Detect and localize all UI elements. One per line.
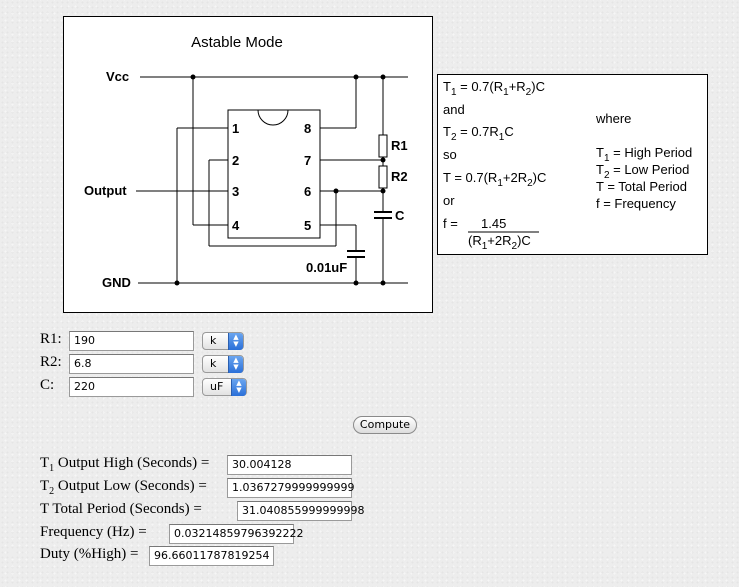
duty-result-label: Duty (%High) = <box>40 546 139 562</box>
c-unit-select[interactable]: uF ▲▼ <box>202 378 247 396</box>
label-r1: R1 <box>391 138 408 153</box>
t2-result-field[interactable]: 1.0367279999999999 <box>227 478 354 498</box>
formula-t1: T1 = 0.7(R1+R2)C <box>443 79 545 98</box>
formula-t2: T2 = 0.7R1C <box>443 124 514 143</box>
t1-result-field[interactable]: 30.004128 <box>227 455 352 475</box>
label-c: C <box>395 208 405 223</box>
junction-dots <box>174 74 386 286</box>
formula-f-denominator: (R1+2R2)C <box>468 233 531 252</box>
compute-button[interactable]: Compute <box>353 416 417 434</box>
r2-input[interactable]: 6.8 <box>69 354 194 374</box>
r2-unit-select[interactable]: k ▲▼ <box>202 355 244 373</box>
r1-unit-value: k <box>210 334 217 347</box>
legend-t: T = Total Period <box>596 179 687 194</box>
c-unit-value: uF <box>210 380 224 393</box>
r2-unit-value: k <box>210 357 217 370</box>
r1-unit-select[interactable]: k ▲▼ <box>202 332 244 350</box>
legend-t2: T2 = Low Period <box>596 162 689 181</box>
pin-8: 8 <box>304 121 311 136</box>
select-arrows-icon: ▲▼ <box>231 379 246 396</box>
pin-2: 2 <box>232 153 239 168</box>
formula-f-numerator: 1.45 <box>481 216 506 231</box>
legend-t1: T1 = High Period <box>596 145 692 164</box>
legend-f: f = Frequency <box>596 196 676 211</box>
formula-or: or <box>443 193 455 208</box>
label-vcc: Vcc <box>106 69 129 84</box>
astable-diagram: Astable Mode <box>63 16 708 313</box>
pin-3: 3 <box>232 184 239 199</box>
t2-result-label: T2 Output Low (Seconds) = <box>40 478 207 497</box>
freq-result-label: Frequency (Hz) = <box>40 524 147 540</box>
c-label: C: <box>40 377 55 393</box>
formula-text: T1 = 0.7(R1+R2)C and T2 = 0.7R1C so T = … <box>443 79 692 252</box>
label-output: Output <box>84 183 127 198</box>
pin-7: 7 <box>304 153 311 168</box>
circuit-wires <box>136 76 408 284</box>
r2-label: R2: <box>40 354 62 370</box>
t1-result-label: T1 Output High (Seconds) = <box>40 455 210 474</box>
formula-and: and <box>443 102 465 117</box>
formula-panel <box>437 74 708 255</box>
pin-5: 5 <box>304 218 311 233</box>
pin-1: 1 <box>232 121 239 136</box>
c-input[interactable]: 220 <box>69 377 194 397</box>
formula-where: where <box>595 111 631 126</box>
label-cap-small: 0.01uF <box>306 260 347 275</box>
duty-result-field[interactable]: 96.66011787819254 <box>149 546 274 566</box>
capacitor-plates <box>347 211 392 258</box>
ic-555 <box>227 109 321 239</box>
ic-notch <box>257 109 289 126</box>
t-result-label: T Total Period (Seconds) = <box>40 501 202 517</box>
label-gnd: GND <box>102 275 131 290</box>
t-result-field[interactable]: 31.040855999999998 <box>237 501 364 521</box>
label-r2: R2 <box>391 169 408 184</box>
r1-input[interactable]: 190 <box>69 331 194 351</box>
formula-so: so <box>443 147 457 162</box>
select-arrows-icon: ▲▼ <box>228 356 243 373</box>
pin-4: 4 <box>232 218 240 233</box>
r1-label: R1: <box>40 331 62 347</box>
formula-t: T = 0.7(R1+2R2)C <box>443 170 546 189</box>
formula-f-prefix: f = <box>443 216 458 231</box>
pin-6: 6 <box>304 184 311 199</box>
diagram-title: Astable Mode <box>191 34 283 51</box>
select-arrows-icon: ▲▼ <box>228 333 243 350</box>
resistor-r1 <box>378 134 388 158</box>
resistor-r2 <box>378 165 388 189</box>
freq-result-field[interactable]: 0.03214859796392222 <box>169 524 303 544</box>
